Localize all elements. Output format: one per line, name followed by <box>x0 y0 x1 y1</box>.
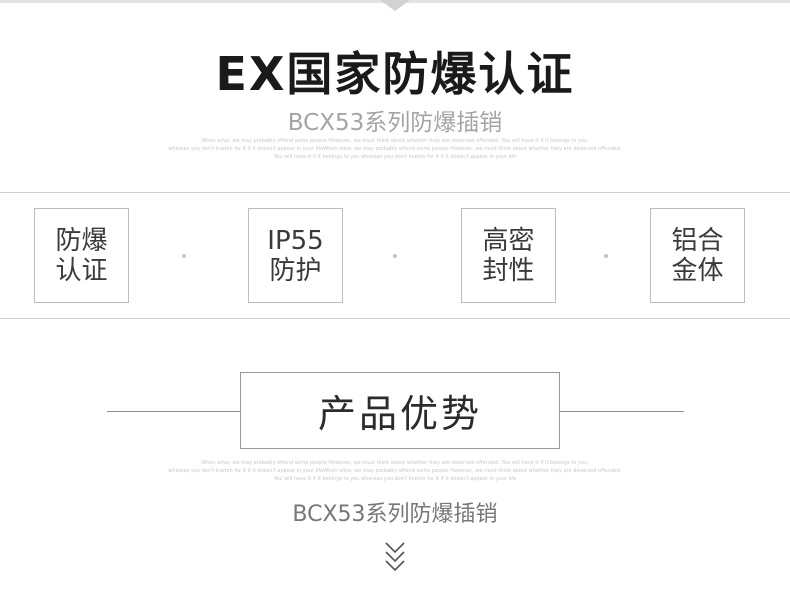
feature-card-ip55: IP55 防护 <box>248 208 343 303</box>
fine-print-line: You will have it if it belongs to you wh… <box>273 154 517 160</box>
feature-label: 封性 <box>482 255 535 286</box>
heading-line-right <box>534 411 684 412</box>
feature-card-aluminum: 铝合 金体 <box>650 208 745 303</box>
double-chevron-down-icon <box>385 542 405 572</box>
feature-card-explosion-proof: 防爆 认证 <box>34 208 129 303</box>
section-divider-bottom <box>0 318 790 319</box>
fine-print-line: whereas you don't kvetch for it if it do… <box>168 468 622 474</box>
feature-label: 金体 <box>671 255 724 286</box>
separator-dot <box>393 254 397 258</box>
page-title: EX国家防爆认证 <box>215 47 575 101</box>
feature-label: 防护 <box>269 255 322 286</box>
feature-label: 高密 <box>482 225 535 256</box>
fine-print-line: You will have it if it belongs to you wh… <box>273 476 517 482</box>
separator-dot <box>182 254 186 258</box>
product-subtitle: BCX53系列防爆插销 <box>292 502 498 527</box>
feature-label: 防爆 <box>55 225 108 256</box>
separator-dot <box>604 254 608 258</box>
fine-print-line: whereas you don't kvetch for it if it do… <box>168 146 622 152</box>
feature-label: IP55 <box>267 225 324 256</box>
caret-down-icon <box>380 0 410 11</box>
feature-label: 铝合 <box>671 225 724 256</box>
fine-print-line: When alive, we may probably offend some … <box>201 138 589 144</box>
section-divider-top <box>0 192 790 193</box>
advantages-heading: 产品优势 <box>240 372 560 449</box>
heading-line-left <box>107 411 262 412</box>
advantages-title: 产品优势 <box>317 392 482 436</box>
feature-card-sealing: 高密 封性 <box>461 208 556 303</box>
page-subtitle: BCX53系列防爆插销 <box>287 110 503 136</box>
feature-label: 认证 <box>55 255 108 286</box>
fine-print-line: When alive, we may probably offend some … <box>201 460 589 466</box>
